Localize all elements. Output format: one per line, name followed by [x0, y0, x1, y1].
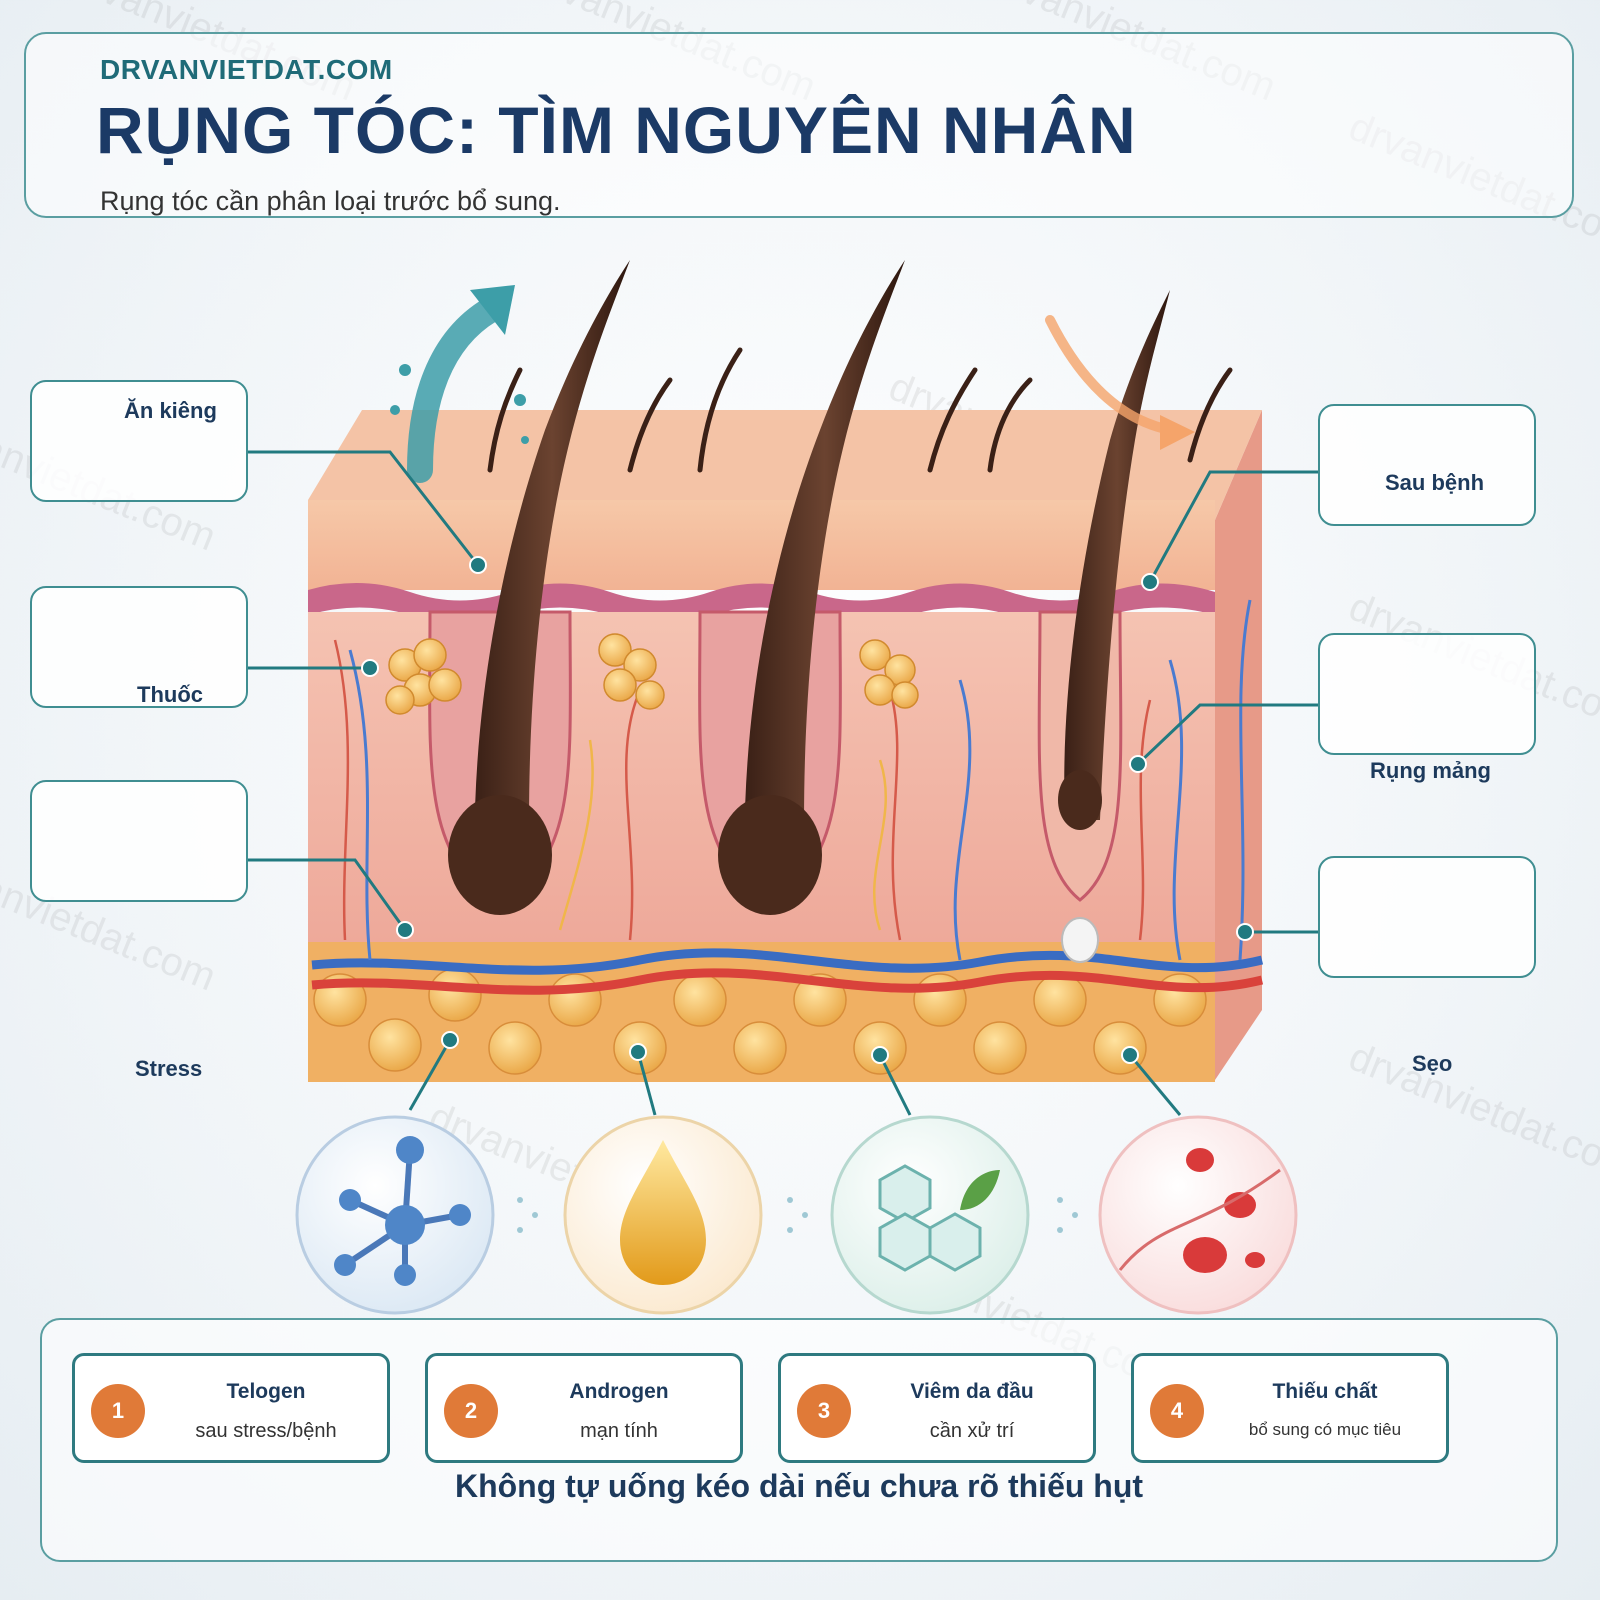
- page-subtitle: Rụng tóc cần phân loại trước bổ sung.: [100, 186, 561, 216]
- cause-subtitle: mạn tính: [580, 1420, 658, 1442]
- label-box-post-illness: [1318, 404, 1536, 526]
- label-box-stress: [30, 780, 248, 902]
- label-diet: Ăn kiêng: [124, 398, 217, 423]
- cause-card: 4 Thiếu chất bổ sung có mục tiêu: [1131, 1353, 1449, 1463]
- cause-number-badge: 3: [797, 1384, 851, 1438]
- label-post-illness: Sau bệnh: [1385, 470, 1485, 495]
- warning-note: Không tự uống kéo dài nếu chưa rõ thiếu …: [454, 1468, 1144, 1504]
- label-box-scar: [1318, 856, 1536, 978]
- cause-number-badge: 1: [91, 1384, 145, 1438]
- page-title: RỤNG TÓC: TÌM NGUYÊN NHÂN: [96, 93, 1137, 167]
- cause-subtitle: bổ sung có mục tiêu: [1248, 1420, 1402, 1439]
- cause-title: Thiếu chất: [1272, 1380, 1378, 1403]
- label-stress: Stress: [135, 1056, 203, 1081]
- label-box-alopecia-areata: [1318, 633, 1536, 755]
- site-name: DRVANVIETDAT.COM: [100, 54, 393, 85]
- cause-subtitle: cần xử trí: [929, 1420, 1015, 1442]
- label-box-diet: [30, 380, 248, 502]
- cause-subtitle: sau stress/bệnh: [195, 1420, 337, 1442]
- cause-number-badge: 2: [444, 1384, 498, 1438]
- cause-title: Viêm da đầu: [910, 1380, 1034, 1403]
- label-scar: Sẹo: [1412, 1051, 1453, 1076]
- causes-panel: 1 Telogen sau stress/bệnh 2 Androgen mạn…: [40, 1318, 1558, 1562]
- cause-title: Telogen: [226, 1380, 306, 1403]
- label-medication: Thuốc: [137, 682, 203, 707]
- label-alopecia-areata: Rụng mảng: [1370, 758, 1491, 783]
- cause-card: 1 Telogen sau stress/bệnh: [72, 1353, 390, 1463]
- cause-number-badge: 4: [1150, 1384, 1204, 1438]
- header-panel: DRVANVIETDAT.COM RỤNG TÓC: TÌM NGUYÊN NH…: [24, 32, 1574, 218]
- blood-cell-bubble: [1098, 1115, 1298, 1315]
- label-box-medication: [30, 586, 248, 708]
- hexagon-leaf-bubble: [830, 1115, 1030, 1315]
- cause-title: Androgen: [569, 1380, 669, 1403]
- cause-card: 3 Viêm da đầu cần xử trí: [778, 1353, 1096, 1463]
- cause-card: 2 Androgen mạn tính: [425, 1353, 743, 1463]
